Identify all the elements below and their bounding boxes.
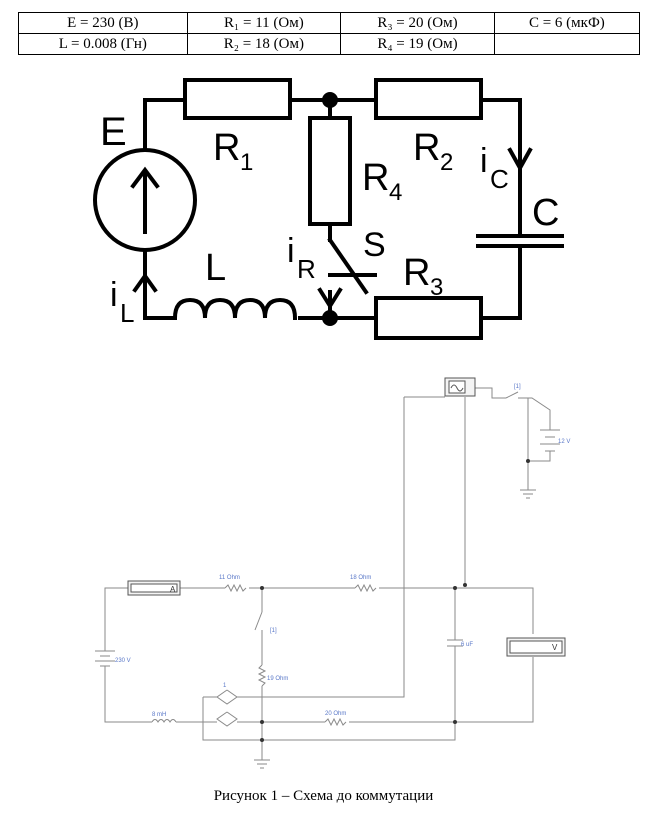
- label-ammeter: A: [170, 585, 176, 594]
- source-arrow-head: [130, 166, 160, 189]
- label-s: S: [363, 226, 386, 264]
- label-6uf: 6 uF: [461, 642, 473, 648]
- label-r4-sub: 4: [389, 179, 402, 206]
- junction-node: [526, 459, 530, 463]
- label-ir-sub: R: [297, 254, 316, 284]
- param-empty: [493, 33, 641, 55]
- wire: [104, 666, 152, 723]
- label-11-ohm: 11 Ohm: [219, 575, 240, 581]
- param-R4: R₄ = 19 (Ом): [340, 33, 495, 55]
- label-switch-top: [1]: [514, 384, 521, 390]
- label-r4: R: [362, 157, 389, 199]
- ammeter-display: [130, 583, 178, 593]
- label-ic-sub: C: [490, 164, 509, 194]
- label-r3: R: [403, 252, 430, 294]
- label-19-ohm: 19 Ohm: [267, 676, 288, 682]
- label-switch-mid: [1]: [270, 628, 277, 634]
- label-18-ohm: 18 Ohm: [350, 575, 371, 581]
- label-il: i: [110, 276, 118, 314]
- label-c: C: [532, 192, 559, 234]
- label-r2-sub: 2: [440, 149, 453, 176]
- param-R2: R₂ = 18 (Ом): [186, 33, 342, 55]
- junction-node: [463, 583, 467, 587]
- junction-dots: [260, 459, 530, 742]
- wire: [475, 387, 506, 399]
- switch-blade-sim: [505, 391, 519, 399]
- resistor-r4: [308, 116, 352, 226]
- wire: [250, 397, 405, 698]
- label-r1: R: [213, 127, 240, 169]
- junction-node: [322, 310, 338, 326]
- label-source-index: 1: [223, 683, 227, 689]
- controlled-source: [216, 711, 238, 727]
- inductor-l: [172, 297, 298, 321]
- wire: [479, 98, 522, 238]
- resistor-19-ohm: [257, 664, 267, 687]
- label-il-sub: L: [120, 298, 134, 328]
- label-r2: R: [413, 127, 440, 169]
- junction-node: [453, 586, 457, 590]
- junction-node: [260, 586, 264, 590]
- resistor-r3: [374, 296, 483, 340]
- circuit-schematic: [93, 78, 564, 340]
- wire: [104, 587, 128, 645]
- switch-blade-sim: [254, 611, 263, 631]
- label-ic: i: [480, 142, 488, 180]
- junction-node: [453, 720, 457, 724]
- wire: [202, 697, 456, 741]
- label-r3-sub: 3: [430, 274, 443, 301]
- voltage-source-e: [93, 148, 197, 252]
- simulation-circuit: [95, 387, 560, 769]
- resistor-r1: [183, 78, 292, 120]
- resistor-11-ohm: [224, 583, 247, 593]
- label-8mh: 8 mH: [152, 712, 166, 718]
- label-230v: 230 V: [115, 658, 131, 664]
- resistor-18-ohm: [354, 583, 377, 593]
- figure-caption: Рисунок 1 – Схема до коммутации: [213, 788, 434, 804]
- wire: [455, 657, 534, 723]
- label-e: E: [100, 110, 127, 154]
- label-12v: 12 V: [558, 439, 570, 445]
- wire: [379, 587, 534, 634]
- current-arrow-ir: [317, 287, 343, 310]
- junction-node: [322, 92, 338, 108]
- label-r1-sub: 1: [240, 149, 253, 176]
- parameters-table: E = 230 (B) R₁ = 11 (Ом) R₃ = 20 (Ом) C …: [18, 12, 641, 55]
- label-l: L: [205, 247, 226, 289]
- label-ir: i: [287, 232, 295, 270]
- wire: [479, 244, 522, 320]
- label-20-ohm: 20 Ohm: [325, 711, 346, 717]
- inductor-8mh: [151, 719, 177, 723]
- resistor-r2: [374, 78, 483, 120]
- current-arrow-il: [132, 272, 158, 293]
- junction-node: [260, 720, 264, 724]
- label-voltmeter: V: [552, 643, 558, 652]
- schematic-labels: E R 1 R 2 R 4 R 3 L C S i C i R i L: [100, 110, 559, 328]
- table-row: L = 0.008 (Гн) R₂ = 18 (Ом) R₄ = 19 (Ом): [18, 33, 641, 55]
- wire: [518, 397, 551, 430]
- switch-blade: [327, 237, 369, 295]
- resistor-20-ohm: [324, 717, 347, 727]
- current-arrow-ic: [507, 147, 533, 173]
- wire: [143, 98, 187, 152]
- junction-node: [260, 738, 264, 742]
- controlled-source: [216, 689, 238, 705]
- param-L: L = 0.008 (Гн): [18, 33, 188, 55]
- simulation-labels: 11 Ohm 18 Ohm 19 Ohm 20 Ohm 8 mH 6 uF 23…: [115, 384, 570, 718]
- wave-icon: [450, 384, 464, 392]
- voltmeter-display: [509, 640, 563, 654]
- simulation-instruments: [127, 377, 566, 657]
- wire: [528, 451, 551, 462]
